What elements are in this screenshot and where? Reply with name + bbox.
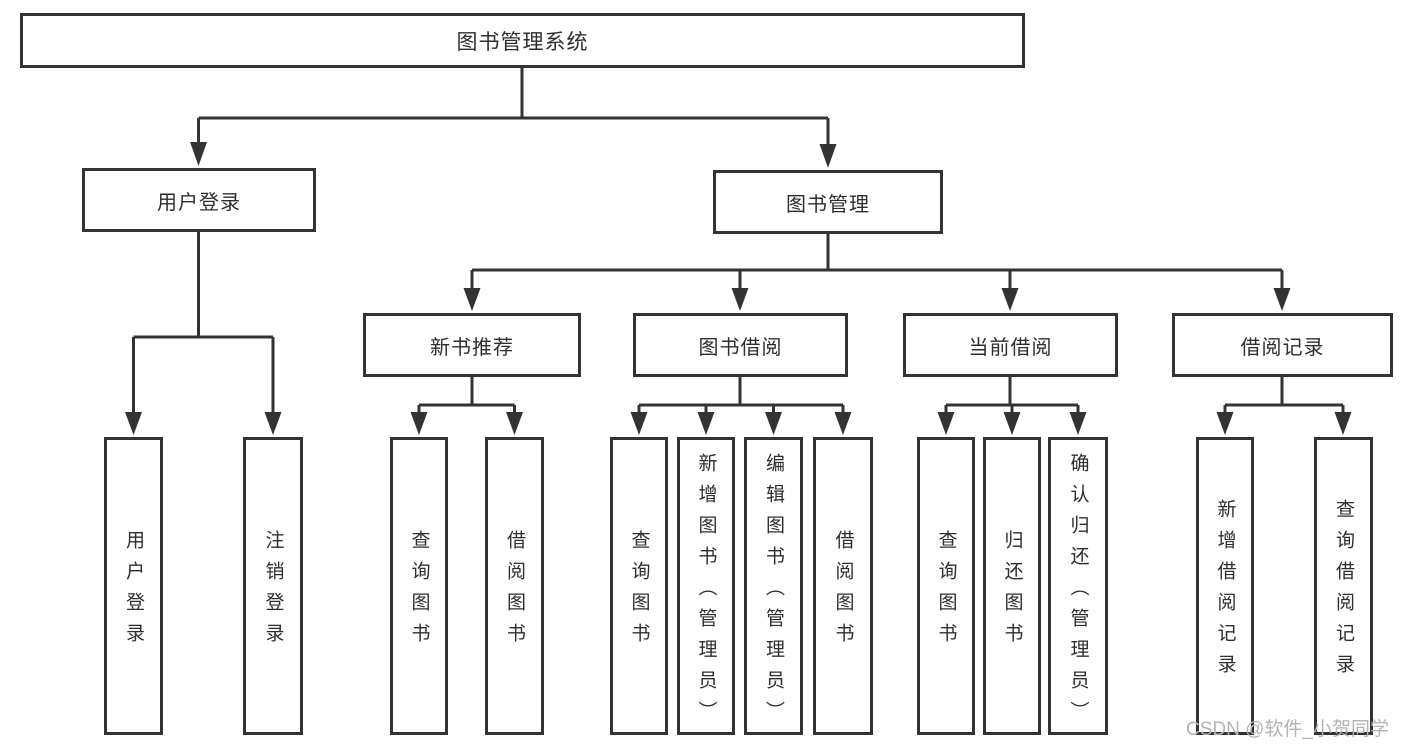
arrowhead-br-add bbox=[1216, 412, 1234, 435]
node-book-borrow: 图书借阅 bbox=[633, 313, 848, 377]
leaf-bb-borrow-book-label: 借阅图书 bbox=[832, 530, 854, 654]
leaf-cb-query-book: 查询图书 bbox=[917, 437, 975, 735]
node-root-label: 图书管理系统 bbox=[456, 30, 589, 54]
arrowhead-nbr-query bbox=[410, 412, 428, 435]
arrowhead-user-login bbox=[190, 142, 207, 166]
leaf-nbr-query-book-label: 查询图书 bbox=[408, 530, 430, 654]
leaf-cb-query-book-label: 查询图书 bbox=[935, 530, 957, 654]
node-root: 图书管理系统 bbox=[20, 13, 1025, 68]
node-book-borrow-label: 图书借阅 bbox=[698, 336, 783, 359]
arrowhead-bb-query bbox=[630, 412, 648, 435]
leaf-logout-label: 注销登录 bbox=[262, 530, 284, 654]
node-new-book-recommend-label: 新书推荐 bbox=[430, 336, 514, 359]
leaf-bb-add-book: 新增图书（管理员） bbox=[677, 437, 735, 735]
arrowhead-new-book-rec bbox=[463, 288, 481, 311]
arrowhead-book-borrow bbox=[731, 288, 749, 311]
connector-root-split bbox=[197, 68, 830, 148]
arrowhead-cb-return bbox=[1003, 412, 1021, 435]
leaf-cb-return-book: 归还图书 bbox=[983, 437, 1041, 735]
arrowhead-bb-edit bbox=[765, 412, 782, 435]
connector-current-borrow-split bbox=[944, 377, 1080, 416]
arrowhead-cb-confirm bbox=[1069, 412, 1087, 435]
leaf-br-add-record-label: 新增借阅记录 bbox=[1214, 499, 1236, 685]
leaf-bb-query-book: 查询图书 bbox=[610, 437, 668, 735]
leaf-bb-query-book-label: 查询图书 bbox=[628, 530, 650, 654]
leaf-user-login: 用户登录 bbox=[104, 437, 163, 735]
connector-book-management-split bbox=[470, 234, 1284, 292]
csdn-watermark: CSDN @软件_小贺同学 bbox=[1186, 719, 1389, 740]
connector-new-book-rec-split bbox=[417, 377, 516, 416]
leaf-bb-edit-book: 编辑图书（管理员） bbox=[744, 437, 803, 735]
arrowhead-leaf-logout bbox=[264, 412, 282, 435]
leaf-nbr-borrow-book-label: 借阅图书 bbox=[504, 530, 525, 654]
node-user-login-label: 用户登录 bbox=[157, 191, 241, 214]
leaf-user-login-label: 用户登录 bbox=[123, 530, 144, 654]
leaf-cb-confirm-return-label: 确认归还（管理员） bbox=[1067, 452, 1089, 732]
leaf-bb-borrow-book: 借阅图书 bbox=[813, 437, 873, 735]
connector-borrow-record-split bbox=[1223, 377, 1345, 416]
arrowhead-cb-query bbox=[937, 412, 955, 435]
node-new-book-recommend: 新书推荐 bbox=[363, 313, 581, 377]
node-borrow-record-label: 借阅记录 bbox=[1240, 336, 1325, 359]
node-current-borrow: 当前借阅 bbox=[903, 313, 1118, 377]
node-book-management: 图书管理 bbox=[713, 170, 943, 234]
node-user-login: 用户登录 bbox=[82, 168, 316, 232]
leaf-br-query-record-label: 查询借阅记录 bbox=[1333, 499, 1354, 685]
leaf-bb-edit-book-label: 编辑图书（管理员） bbox=[763, 452, 784, 732]
arrowhead-bb-borrow bbox=[834, 412, 852, 435]
connector-user-login-split bbox=[132, 232, 275, 416]
arrowhead-nbr-borrow bbox=[506, 412, 523, 435]
node-borrow-record: 借阅记录 bbox=[1172, 313, 1393, 377]
leaf-bb-add-book-label: 新增图书（管理员） bbox=[695, 452, 717, 732]
leaf-nbr-borrow-book: 借阅图书 bbox=[485, 437, 544, 735]
arrowhead-leaf-user-login bbox=[125, 412, 142, 435]
arrowhead-borrow-record bbox=[1273, 288, 1291, 311]
leaf-cb-return-book-label: 归还图书 bbox=[1001, 530, 1023, 654]
leaf-br-add-record: 新增借阅记录 bbox=[1196, 437, 1254, 735]
leaf-logout: 注销登录 bbox=[243, 437, 303, 735]
connector-book-borrow-split bbox=[637, 377, 845, 416]
arrowhead-bb-add bbox=[697, 412, 715, 435]
arrowhead-current-borrow bbox=[1001, 288, 1019, 311]
leaf-br-query-record: 查询借阅记录 bbox=[1314, 437, 1373, 735]
node-current-borrow-label: 当前借阅 bbox=[968, 336, 1053, 359]
arrowhead-br-query bbox=[1334, 412, 1352, 435]
node-book-management-label: 图书管理 bbox=[786, 193, 870, 216]
leaf-cb-confirm-return: 确认归还（管理员） bbox=[1048, 437, 1108, 735]
arrowhead-book-management bbox=[819, 144, 837, 168]
leaf-nbr-query-book: 查询图书 bbox=[390, 437, 448, 735]
